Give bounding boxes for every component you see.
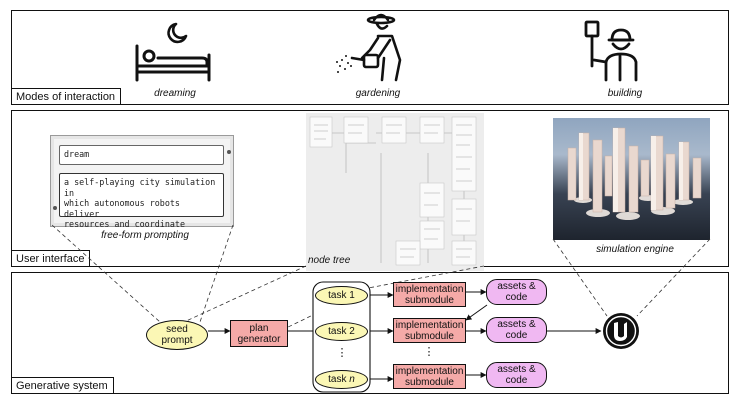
prompt-text-line-1: a self-playing city simulation in (64, 177, 216, 198)
mode-label-building: building (607, 88, 643, 99)
assets-1-line-1: assets & (497, 281, 536, 292)
prompt-caption: free-form prompting (101, 230, 189, 241)
seed-prompt-line-2: prompt (161, 335, 193, 346)
assets-1-line-2: code (505, 292, 528, 303)
node-tree-view (306, 113, 484, 271)
implementation-node-n: implementation submodule (393, 364, 466, 389)
assets-2-line-1: assets & (497, 319, 536, 330)
mode-label-dreaming: dreaming (154, 88, 196, 99)
resize-handle-right[interactable] (227, 150, 231, 154)
resize-handle-left[interactable] (53, 206, 57, 210)
assets-n-line-1: assets & (497, 364, 536, 375)
plan-generator-line-2: generator (237, 334, 281, 345)
simulation-scene (567, 127, 702, 220)
task-1-node: task 1 (315, 286, 368, 305)
panel-label-ui: User interface (11, 250, 91, 267)
assets-code-node-2: assets & code (486, 317, 547, 343)
task-n-label: task (328, 374, 350, 385)
prompt-title-text: dream (64, 149, 90, 159)
implementation-2-line-1: implementation (395, 320, 464, 331)
node-tree-graph (309, 116, 477, 266)
implementation-node-1: implementation submodule (393, 282, 466, 307)
task-1-label: task 1 (328, 290, 355, 301)
implementation-n-line-1: implementation (395, 366, 464, 377)
implementation-2-line-2: submodule (405, 331, 454, 342)
prompt-window: dream a self-playing city simulation in … (50, 135, 234, 229)
prompt-text-field[interactable]: a self-playing city simulation in which … (59, 173, 224, 229)
generative-panel: Generative system (11, 272, 729, 394)
implementation-1-line-2: submodule (405, 295, 454, 306)
prompt-title-field[interactable]: dream (59, 145, 224, 165)
task-2-label: task 2 (328, 326, 355, 337)
assets-2-line-2: code (505, 330, 528, 341)
node-tree-caption: node tree (308, 255, 351, 266)
simulation-viewport (553, 118, 710, 240)
implementation-n-line-2: submodule (405, 377, 454, 388)
task-n-node: task n (315, 370, 368, 389)
panel-label-gen: Generative system (11, 377, 114, 394)
implementation-node-2: implementation submodule (393, 318, 466, 343)
mode-label-gardening: gardening (355, 88, 401, 99)
task-n-suffix: n (349, 374, 355, 385)
assets-n-line-2: code (505, 375, 528, 386)
prompt-text-line-2: which autonomous robots deliver (64, 198, 180, 219)
implementation-1-line-1: implementation (395, 284, 464, 295)
plan-generator-node: plan generator (230, 320, 288, 347)
assets-code-node-1: assets & code (486, 279, 547, 305)
simulation-caption: simulation engine (596, 244, 674, 255)
prompt-text-line-3: resources and coordinate (64, 219, 186, 229)
task-2-node: task 2 (315, 322, 368, 341)
seed-prompt-node: seed prompt (146, 320, 208, 350)
assets-code-node-n: assets & code (486, 362, 547, 388)
task-ellipsis: ⋮ (336, 347, 348, 359)
implementation-ellipsis: ⋮ (423, 346, 435, 358)
seed-prompt-line-1: seed (166, 324, 188, 335)
plan-generator-line-1: plan (249, 323, 269, 334)
panel-label-modes: Modes of interaction (11, 88, 122, 105)
